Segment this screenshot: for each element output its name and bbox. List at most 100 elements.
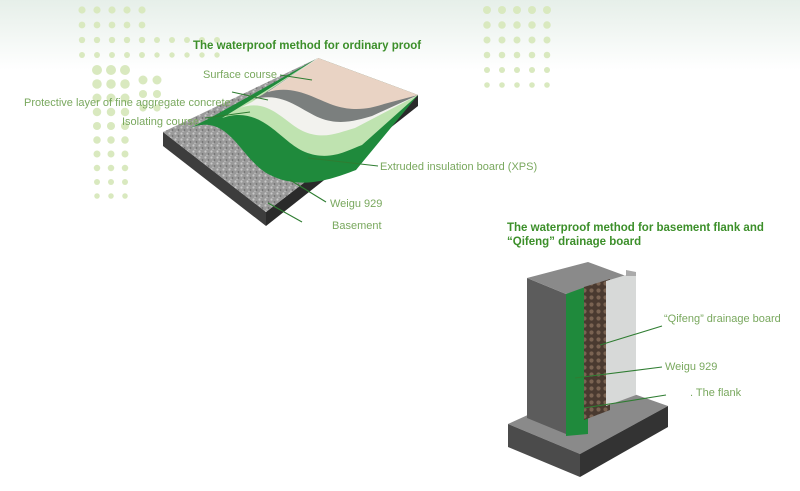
decorative-dot (528, 21, 536, 29)
decorative-dot (514, 82, 520, 88)
leader-qifeng (599, 325, 663, 346)
decorative-dot (109, 52, 115, 58)
decorative-dot (93, 150, 101, 158)
decorative-dot (120, 107, 130, 117)
decorative-dot (123, 21, 131, 29)
decorative-dot (120, 65, 130, 75)
decorative-dot (498, 21, 506, 29)
decorative-dot (92, 93, 102, 103)
decorative-dot (498, 36, 506, 44)
decorative-dot (94, 179, 100, 185)
decorative-dot (513, 36, 521, 44)
decorative-dot (543, 6, 551, 14)
decorative-dot (79, 52, 85, 58)
wall-drainage-board (584, 279, 610, 420)
decorative-dot (121, 164, 129, 172)
decorative-dot (107, 136, 115, 144)
decorative-dot (154, 37, 160, 43)
label-basement: Basement (332, 220, 382, 232)
wall-top (527, 262, 626, 294)
decorative-dot (483, 21, 491, 29)
decorative-dot (154, 52, 160, 58)
decorative-dot (78, 6, 86, 14)
decorative-dot (199, 52, 205, 58)
leader-surface (279, 74, 313, 81)
decorative-dot (121, 122, 129, 130)
decorative-dot (498, 51, 506, 59)
decorative-dot (199, 37, 205, 43)
decorative-dot (79, 37, 85, 43)
decorative-dot (543, 66, 551, 74)
decorative-dot (121, 136, 129, 144)
decorative-dot (94, 37, 100, 43)
decorative-dot (120, 79, 130, 89)
decorative-dot (92, 79, 102, 89)
decorative-dot (543, 21, 551, 29)
decorative-dot (528, 36, 536, 44)
decorative-dot (152, 89, 162, 99)
decorative-dot (122, 193, 128, 199)
decorative-dot (138, 6, 146, 14)
decorative-dot (94, 193, 100, 199)
decorative-dot (483, 66, 491, 74)
leader-xps (307, 157, 379, 167)
decorative-dot (543, 36, 551, 44)
decorative-dot (106, 65, 116, 75)
decorative-dot (106, 107, 116, 117)
decorative-dot (169, 52, 175, 58)
leader-wall-weigu (574, 366, 663, 379)
slab-front-edge (163, 132, 266, 226)
decorative-dot (107, 164, 115, 172)
decorative-dot (544, 82, 550, 88)
leader-isolating (204, 111, 251, 119)
decorative-dot (543, 51, 551, 59)
decorative-dot (92, 65, 102, 75)
decorative-dot (139, 37, 145, 43)
leader-weigu (289, 179, 327, 203)
decorative-dot (139, 52, 145, 58)
decorative-dot (93, 164, 101, 172)
decorative-dot (529, 82, 535, 88)
leader-protective (231, 91, 269, 101)
wall-diagram-title-line1: The waterproof method for basement flank… (507, 222, 764, 234)
decorative-dot (152, 75, 162, 85)
decorative-dot (528, 51, 536, 59)
decorative-dot (214, 52, 220, 58)
decorative-dot (498, 66, 506, 74)
decorative-dot (138, 75, 148, 85)
decorative-dot (124, 37, 130, 43)
surface-layer (268, 58, 418, 110)
decorative-dot (483, 6, 491, 14)
decorative-dot (513, 21, 521, 29)
decorative-dot (106, 79, 116, 89)
wall-diagram-title-line2: “Qifeng” drainage board (507, 236, 642, 248)
decorative-dot (93, 21, 101, 29)
decorative-dot (513, 66, 521, 74)
label-qifeng-drainage-board: “Qifeng” drainage board (664, 313, 781, 325)
decorative-dot (93, 6, 101, 14)
decorative-dot (108, 193, 114, 199)
decorative-dot (92, 107, 102, 117)
top-gradient-band (0, 0, 800, 70)
leader-basement (267, 202, 303, 223)
floor-diagram-title: The waterproof method for ordinary proof (193, 40, 422, 52)
decorative-dot (138, 21, 146, 29)
decorative-dot (169, 37, 175, 43)
decorative-dot (499, 82, 505, 88)
decorative-dot (93, 122, 101, 130)
decorative-dot (528, 66, 536, 74)
leader-flank (583, 394, 667, 409)
label-the-flank: . The flank (690, 387, 742, 399)
decorative-dot (107, 122, 115, 130)
decorative-dot (528, 6, 536, 14)
decorative-dot (108, 6, 116, 14)
decorative-dot (184, 52, 190, 58)
decorative-dot (153, 104, 161, 112)
decorative-dot (498, 6, 506, 14)
decorative-dot (123, 6, 131, 14)
decorative-dot (106, 93, 116, 103)
label-xps: Extruded insulation board (XPS) (380, 161, 538, 173)
decorative-dot (138, 89, 148, 99)
wall-front (527, 278, 566, 434)
